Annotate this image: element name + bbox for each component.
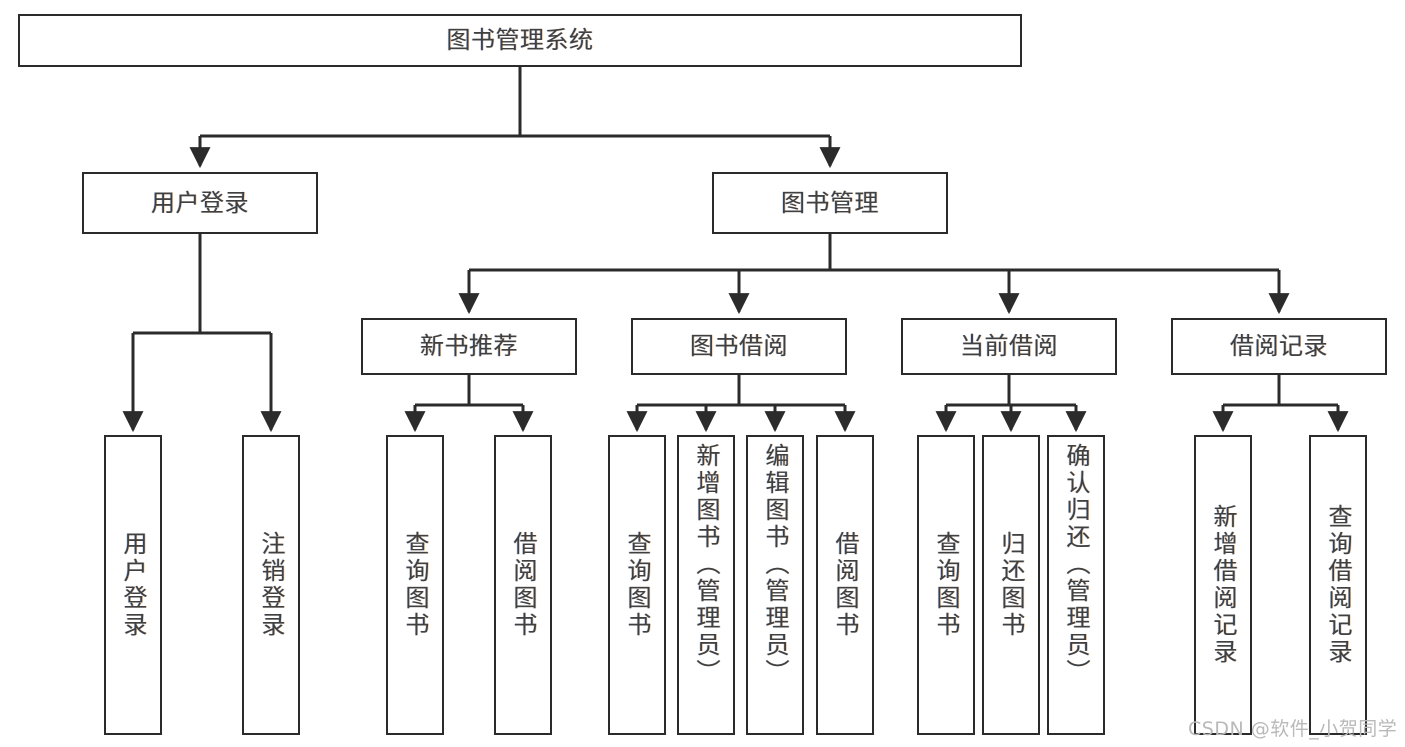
leaf-current-borrow-return-books[interactable]: 归还图书 [982,435,1040,735]
node-new-book-recommendation[interactable]: 新书推荐 [361,318,577,375]
leaf-book-borrow-add-book-admin[interactable]: 新增图书（管理员） [677,435,735,735]
node-label: 当前借阅 [960,332,1058,361]
leaf-label: 确认归还（管理员） [1062,443,1090,686]
leaf-label: 新增图书（管理员） [692,443,720,686]
node-label: 借阅记录 [1230,332,1328,361]
node-label: 图书借阅 [690,332,788,361]
node-label: 用户登录 [151,188,249,217]
leaf-label: 查询图书 [932,531,960,639]
leaf-book-borrow-query-books[interactable]: 查询图书 [608,435,666,735]
node-user-login[interactable]: 用户登录 [82,172,318,234]
leaf-label: 用户登录 [119,531,147,639]
leaf-label: 借阅图书 [509,531,537,639]
node-label: 图书管理系统 [446,26,594,55]
leaf-label: 查询借阅记录 [1324,504,1352,666]
leaf-label: 查询图书 [401,531,429,639]
leaf-label: 编辑图书（管理员） [761,443,789,686]
node-label: 图书管理 [781,188,879,217]
node-book-management[interactable]: 图书管理 [712,172,948,234]
leaf-label: 借阅图书 [831,531,859,639]
leaf-label: 新增借阅记录 [1209,504,1237,666]
leaf-borrow-record-query-record[interactable]: 查询借阅记录 [1309,435,1367,735]
node-current-borrowing[interactable]: 当前借阅 [901,318,1117,375]
leaf-user-login-signout[interactable]: 注销登录 [242,435,300,735]
leaf-current-borrow-query-books[interactable]: 查询图书 [917,435,975,735]
leaf-new-book-borrow-books[interactable]: 借阅图书 [494,435,552,735]
leaf-label: 查询图书 [623,531,651,639]
leaf-book-borrow-edit-book-admin[interactable]: 编辑图书（管理员） [746,435,804,735]
node-label: 新书推荐 [420,332,518,361]
leaf-label: 归还图书 [997,531,1025,639]
leaf-user-login-signin[interactable]: 用户登录 [104,435,162,735]
node-borrowing-record[interactable]: 借阅记录 [1171,318,1387,375]
leaf-book-borrow-borrow-books[interactable]: 借阅图书 [816,435,874,735]
leaf-new-book-query-books[interactable]: 查询图书 [386,435,444,735]
leaf-label: 注销登录 [257,531,285,639]
leaf-current-borrow-confirm-return-admin[interactable]: 确认归还（管理员） [1047,435,1105,735]
node-root-book-management-system[interactable]: 图书管理系统 [18,14,1022,67]
leaf-borrow-record-add-record[interactable]: 新增借阅记录 [1194,435,1252,735]
node-book-borrowing[interactable]: 图书借阅 [631,318,847,375]
